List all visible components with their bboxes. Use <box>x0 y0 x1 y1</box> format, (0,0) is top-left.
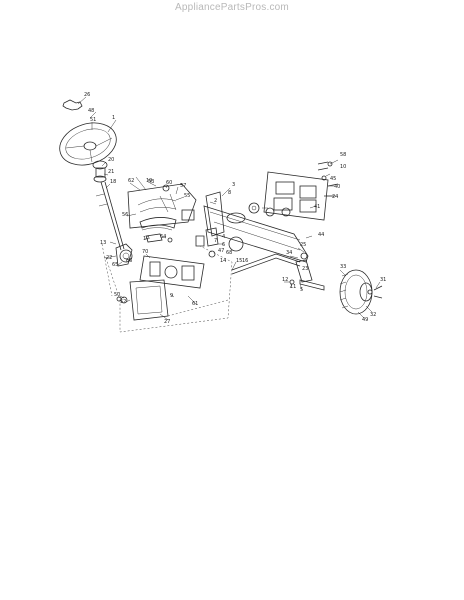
callout-24: 24 <box>332 194 338 200</box>
callout-58: 58 <box>340 152 346 158</box>
callout-66: 66 <box>126 258 132 264</box>
spindle <box>295 259 313 283</box>
callout-57: 57 <box>180 183 186 189</box>
pinion-gear <box>119 249 133 263</box>
wheel-cap <box>62 99 83 111</box>
callout-55: 55 <box>184 193 190 199</box>
callout-45: 45 <box>330 176 336 182</box>
callout-3: 3 <box>232 182 235 188</box>
callout-32: 32 <box>370 312 376 318</box>
callout-31: 31 <box>380 277 386 283</box>
callout-40: 40 <box>334 184 340 190</box>
steering-wheel <box>59 122 117 166</box>
callout-16: 16 <box>242 258 248 264</box>
callout-64: 64 <box>160 234 166 240</box>
steering-hub <box>92 160 108 170</box>
callout-62: 62 <box>128 178 134 184</box>
callout-41: 41 <box>314 204 320 210</box>
callout-6: 6 <box>222 242 225 248</box>
callout-48: 48 <box>88 108 94 114</box>
callout-17: 17 <box>143 236 149 242</box>
callout-65: 65 <box>112 262 118 268</box>
callout-10: 10 <box>340 164 346 170</box>
drag-link <box>231 253 301 275</box>
callout-8: 8 <box>228 190 231 196</box>
callout-68: 68 <box>226 250 232 256</box>
callout-49: 49 <box>362 317 368 323</box>
callout-44: 44 <box>318 232 324 238</box>
callout-56: 56 <box>122 212 128 218</box>
callout-60: 60 <box>166 180 172 186</box>
callout-9: 9 <box>170 293 173 299</box>
sector-plate <box>127 183 197 229</box>
callout-7: 7 <box>214 238 217 244</box>
callout-50: 50 <box>114 292 120 298</box>
callout-19: 19 <box>146 178 152 184</box>
callout-23: 23 <box>302 266 308 272</box>
callout-22: 22 <box>106 255 112 261</box>
watermark-text: AppliancePartsPros.com <box>175 2 289 13</box>
callout-5: 5 <box>300 287 303 293</box>
dash-panel-rear <box>263 171 329 221</box>
callout-25: 25 <box>300 242 306 248</box>
callout-61: 61 <box>192 301 198 307</box>
callout-12: 12 <box>282 277 288 283</box>
callout-1: 1 <box>112 115 115 121</box>
callout-18: 18 <box>110 179 116 185</box>
callout-2: 2 <box>214 198 217 204</box>
callout-14: 14 <box>220 258 226 264</box>
callout-51: 51 <box>90 117 96 123</box>
callout-33: 33 <box>340 264 346 270</box>
callout-20: 20 <box>108 157 114 163</box>
callout-53: 53 <box>148 179 154 185</box>
callout-70: 70 <box>142 249 148 255</box>
callout-47: 47 <box>218 248 224 254</box>
callout-11: 11 <box>290 284 296 290</box>
callout-52: 52 <box>120 299 126 305</box>
lower-plate <box>129 279 169 321</box>
callout-26: 26 <box>84 92 90 98</box>
callout-21: 21 <box>108 169 114 175</box>
callout-34: 34 <box>286 250 292 256</box>
callout-15: 15 <box>236 258 242 264</box>
callout-27: 27 <box>164 319 170 325</box>
callout-4: 4 <box>222 234 225 240</box>
sector-gear <box>139 217 177 229</box>
dash-panel-front <box>139 255 205 289</box>
axle-bar <box>203 205 309 263</box>
steering-shaft <box>100 181 125 251</box>
callout-13: 13 <box>100 240 106 246</box>
